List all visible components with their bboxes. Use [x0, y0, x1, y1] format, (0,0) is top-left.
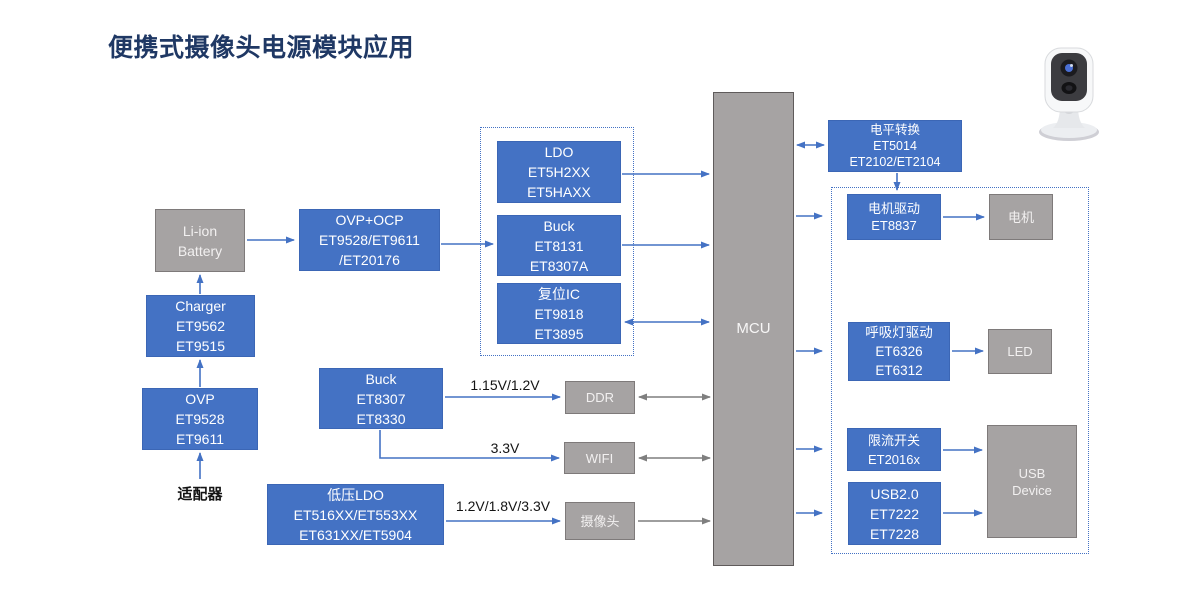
- node-motor: 电机: [989, 194, 1053, 240]
- security-camera-image: [1039, 47, 1099, 141]
- node-wifi: WIFI: [564, 442, 635, 474]
- node-led: LED: [988, 329, 1052, 374]
- page-title: 便携式摄像头电源模块应用: [108, 34, 415, 62]
- node-camera-module: 摄像头: [565, 502, 635, 540]
- adapter-label: 适配器: [177, 486, 223, 503]
- power-rail-group-frame: [480, 127, 634, 356]
- voltage-label-wifi: 3.3V: [490, 440, 520, 456]
- peripheral-group-frame: [831, 187, 1089, 554]
- voltage-label-camera: 1.2V/1.8V/3.3V: [455, 498, 551, 514]
- arrow-buck2-to-wifi: [379, 430, 560, 462]
- voltage-label-ddr: 1.15V/1.2V: [470, 377, 540, 393]
- node-mcu: MCU: [713, 92, 794, 566]
- node-ddr: DDR: [565, 381, 635, 414]
